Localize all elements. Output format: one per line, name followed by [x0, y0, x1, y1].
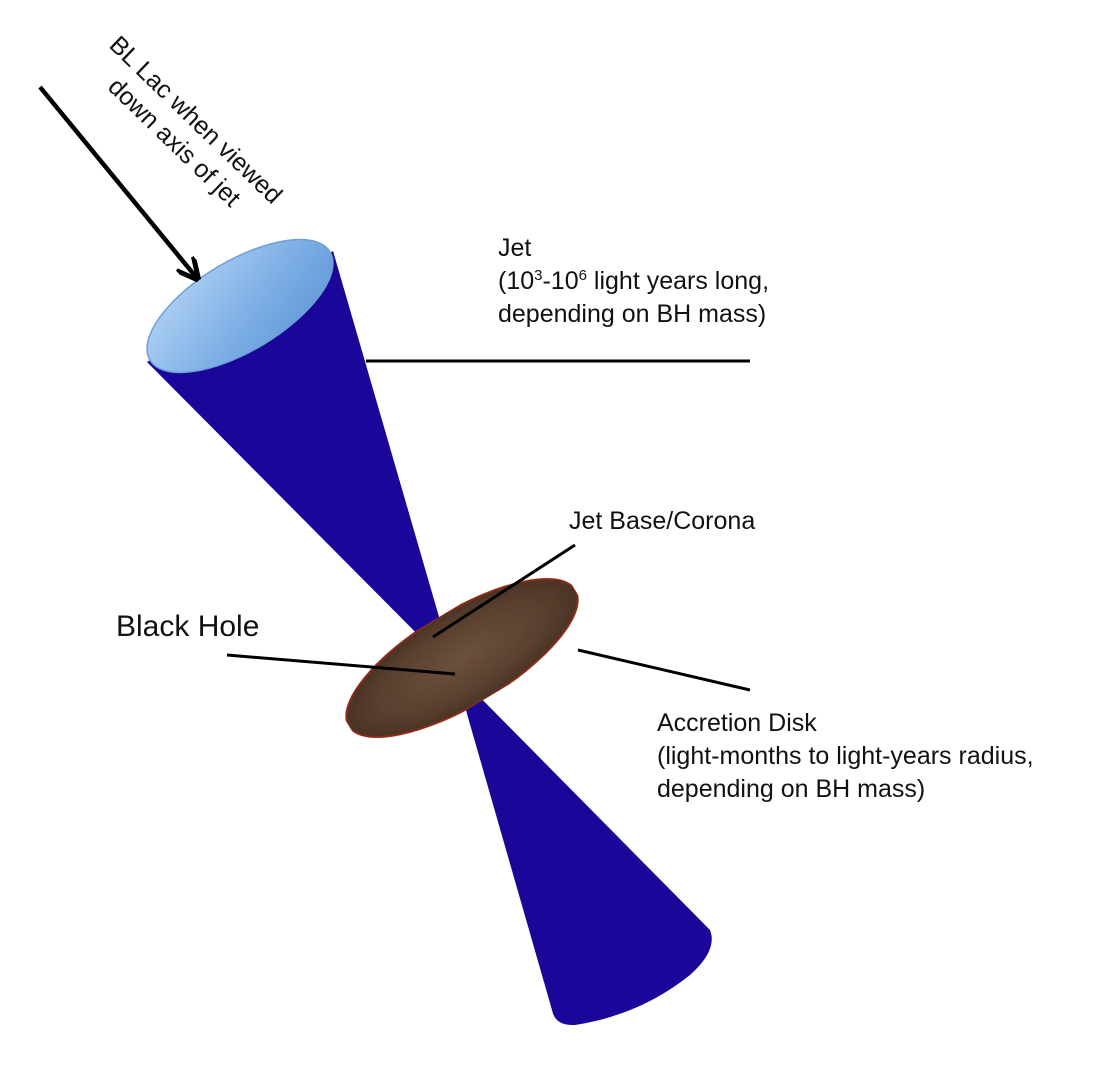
viewing-arrow	[38, 85, 196, 277]
black-hole-label: Black Hole	[116, 610, 260, 643]
black-hole-leader-line	[226, 653, 456, 676]
lower-jet-cone	[455, 672, 712, 1026]
accretion-disk	[345, 577, 579, 739]
jet-length-line: (103-106 light years long,	[498, 267, 770, 295]
jet-base-label: Jet Base/Corona	[569, 507, 756, 535]
jet-title: Jet	[498, 234, 532, 262]
jet-label: Jet (103-106 light years long, depending…	[498, 232, 769, 331]
jet-mass-line: depending on BH mass)	[498, 300, 767, 328]
accretion-mass-line: depending on BH mass)	[657, 775, 926, 803]
jet-base-leader-line	[432, 543, 576, 639]
jet-opening-ellipse	[146, 238, 334, 374]
accretion-leader-line	[577, 648, 751, 692]
accretion-disk-label: Accretion Disk (light-months to light-ye…	[657, 707, 1034, 806]
accretion-radius-line: (light-months to light-years radius,	[657, 742, 1034, 770]
accretion-title: Accretion Disk	[657, 709, 817, 737]
